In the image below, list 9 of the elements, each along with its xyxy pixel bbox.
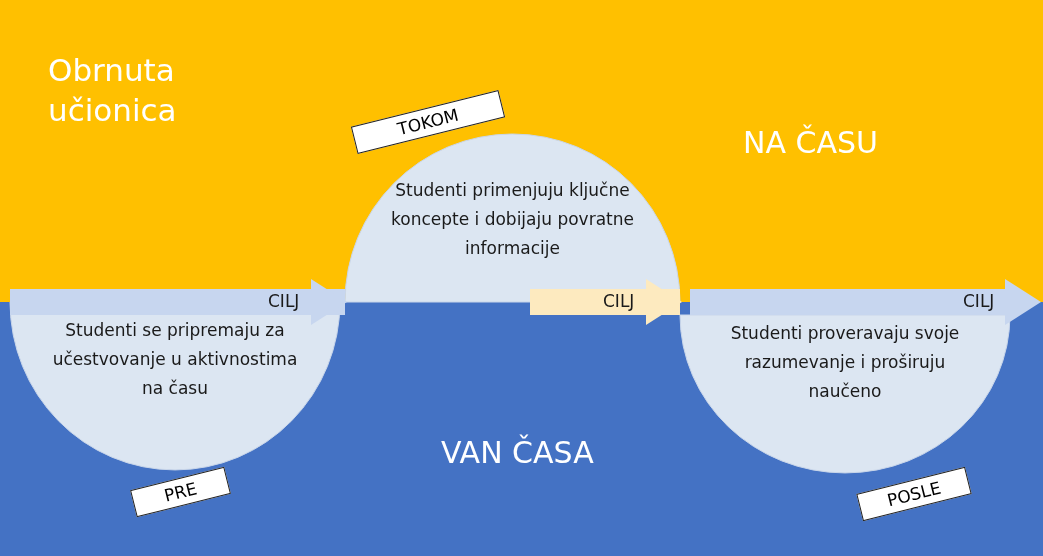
description-text: Studenti se pripremaju za učestvovanje u aktivnostima na času — [51, 319, 299, 400]
zone-label: NA ČASU — [742, 125, 879, 160]
semicircle — [680, 315, 1010, 473]
zone-label: VAN ČASA — [440, 435, 595, 470]
goal-arrow — [10, 279, 347, 325]
description-text: Studenti primenjuju ključne koncepte i dobijaju povratne informacije — [390, 179, 635, 260]
diagram-title: Obrnuta učionica — [48, 51, 178, 130]
goal-arrow — [530, 279, 682, 325]
description-text: Studenti proveravaju svoje razumevanje i proširuju naučeno — [729, 322, 961, 403]
